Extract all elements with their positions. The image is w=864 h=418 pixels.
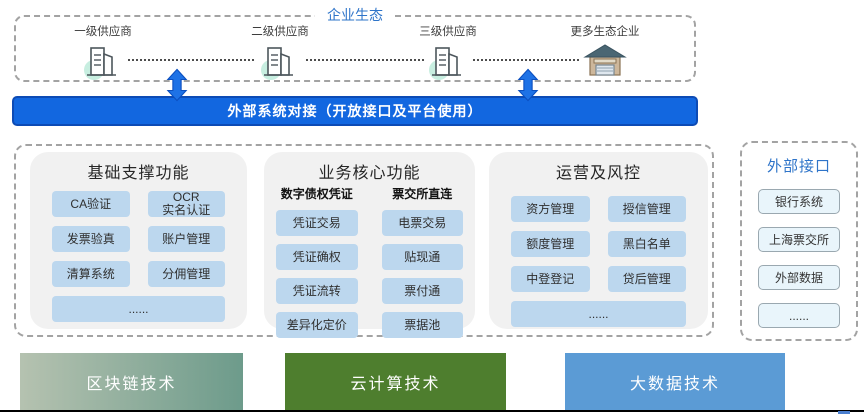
node-label: 更多生态企业 [570,26,640,38]
warehouse-icon [583,44,627,76]
feature-chip: 凭证确权 [276,244,358,270]
panel-core-business: 业务核心功能 数字债权凭证 票交所直连 凭证交易 电票交易 凭证确权 贴现通 凭… [264,152,475,338]
feature-chip: 中登登记 [511,266,590,292]
connector-line [473,59,579,61]
external-chip: 外部数据 [758,265,840,290]
tech-bar-label: 区块链技术 [86,375,177,393]
node-label: 二级供应商 [251,26,309,38]
feature-chip: 贷后管理 [607,266,686,292]
feature-chip: 凭证交易 [276,210,358,236]
feature-chip: 发票验真 [52,226,130,252]
node-label: 一级供应商 [74,26,132,38]
feature-chip: 分佣管理 [147,261,225,287]
connector-line [306,59,424,61]
external-interface-box: 外部接口 银行系统 上海票交所 外部数据 ...... [740,141,858,341]
ecosystem-node-tier2: 二级供应商 [225,23,335,81]
function-area-box [14,144,714,337]
panel-title: 运营及风控 [555,165,641,182]
building-icon [429,47,461,80]
external-interface-title: 外部接口 [766,158,831,175]
ecosystem-node-more: 更多生态企业 [550,23,660,81]
panel-operations-risk: 运营及风控 资方管理 授信管理 额度管理 黑白名单 中登登记 贷后管理 ....… [489,152,708,329]
building-icon [84,47,116,80]
feature-chip: 额度管理 [511,231,590,257]
feature-chip: CA验证 [52,191,130,217]
ecosystem-node-tier3: 三级供应商 [393,23,503,81]
feature-chip: 账户管理 [147,226,225,252]
panel-title: 基础支撑功能 [87,165,190,182]
feature-chip: OCR 实名认证 [147,191,225,217]
node-label: 三级供应商 [419,26,477,38]
external-chip: 银行系统 [758,189,840,214]
building-icon [261,47,293,80]
feature-chip: 资方管理 [511,196,590,222]
connector-line [128,59,254,61]
feature-chip-more: ...... [511,301,686,327]
bottom-blue-mark [838,411,850,414]
feature-chip-more: ...... [52,296,225,322]
feature-chip: 贴现通 [381,244,463,270]
tech-bar-blockchain: 区块链技术 [20,353,243,410]
tech-bar-label: 云计算技术 [350,375,441,393]
external-chip: 上海票交所 [758,227,840,252]
feature-chip: 票付通 [381,278,463,304]
subcolumn-header: 数字债权凭证 [280,187,353,201]
feature-chip: 电票交易 [381,210,463,236]
tech-bar-bigdata: 大数据技术 [565,353,785,410]
bottom-divider-line [0,410,864,412]
feature-chip: 凭证流转 [276,278,358,304]
feature-chip: 授信管理 [607,196,686,222]
banner-label: 外部系统对接（开放接口及平台使用） [227,103,483,119]
feature-chip: 清算系统 [52,261,130,287]
feature-chip: 差异化定价 [276,312,358,338]
external-system-banner: 外部系统对接（开放接口及平台使用） [12,96,698,126]
ecosystem-node-tier1: 一级供应商 [48,23,158,81]
external-chip-more: ...... [758,303,840,328]
ecosystem-title: 企业生态 [315,5,395,25]
tech-bar-label: 大数据技术 [629,375,720,393]
subcolumn-header: 票交所直连 [392,187,453,201]
tech-bar-cloud: 云计算技术 [285,353,506,410]
up-down-arrow-icon [517,68,539,102]
panel-basic-support: 基础支撑功能 CA验证 OCR 实名认证 发票验真 账户管理 清算系统 分佣管理… [30,152,247,329]
up-down-arrow-icon [166,68,188,102]
feature-chip: 黑白名单 [607,231,686,257]
panel-title: 业务核心功能 [318,165,421,182]
feature-chip: 票据池 [381,312,463,338]
